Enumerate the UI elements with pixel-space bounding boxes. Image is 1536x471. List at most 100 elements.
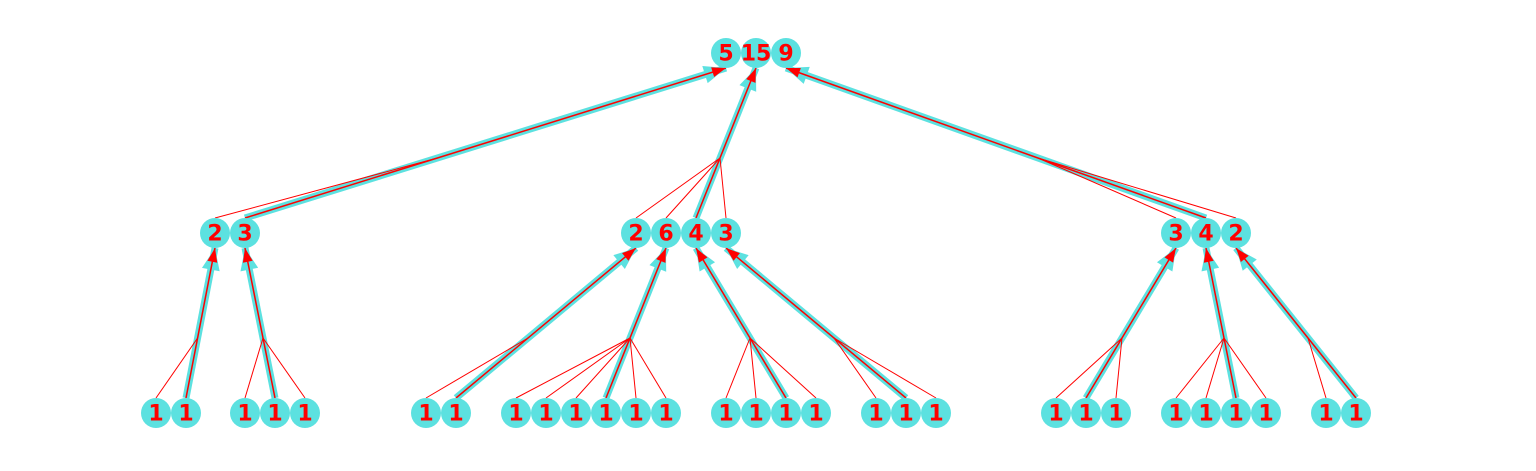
node-value: 1 — [508, 402, 523, 427]
arrowhead-icon — [711, 67, 726, 77]
edge — [1235, 247, 1357, 399]
record-cell: 3 — [711, 218, 741, 248]
merge-edge — [665, 157, 721, 219]
node-circle — [771, 398, 801, 428]
edge-group — [1175, 247, 1267, 399]
record-cell: 1 — [891, 398, 921, 428]
merge-edge — [155, 337, 199, 399]
merge-edge — [1115, 337, 1123, 399]
record-cell: 1 — [861, 398, 891, 428]
node-value: 4 — [688, 222, 703, 247]
node-circle — [1191, 398, 1221, 428]
edge — [244, 247, 276, 399]
node-value: 1 — [658, 402, 673, 427]
record-cell: 1 — [1071, 398, 1101, 428]
node-value: 1 — [267, 402, 282, 427]
record-cell: 15 — [741, 38, 772, 68]
edge — [1205, 247, 1237, 399]
merge-edge — [214, 157, 438, 219]
node-value: 3 — [718, 222, 733, 247]
merge-edge — [515, 337, 631, 399]
node-circle — [141, 398, 171, 428]
node-circle — [591, 398, 621, 428]
edge — [605, 247, 667, 399]
record-cell: 1 — [1101, 398, 1131, 428]
node-circle — [921, 398, 951, 428]
merge-edge — [262, 337, 306, 399]
node-value: 1 — [538, 402, 553, 427]
merge-edge — [1037, 157, 1177, 219]
record-cell: 2 — [621, 218, 651, 248]
merge-edge — [1055, 337, 1123, 399]
node-circle — [411, 398, 441, 428]
edge — [785, 67, 1207, 219]
record-cell: 1 — [771, 398, 801, 428]
node-value: 1 — [1078, 402, 1093, 427]
node-value: 15 — [741, 42, 772, 67]
node-circle — [771, 38, 801, 68]
edge-group — [155, 247, 220, 399]
record-cell: 1 — [260, 398, 290, 428]
record-cell: 1 — [561, 398, 591, 428]
record-cell: 1 — [1341, 398, 1371, 428]
edge — [185, 247, 216, 399]
node-circle — [741, 398, 771, 428]
record-cell: 1 — [441, 398, 471, 428]
node-value: 2 — [207, 222, 222, 247]
arrowhead-icon — [656, 248, 666, 263]
record-cell: 1 — [1161, 398, 1191, 428]
node-value: 1 — [778, 402, 793, 427]
edge-group — [1233, 245, 1359, 401]
record-cell: 1 — [290, 398, 320, 428]
node-circle — [861, 398, 891, 428]
node-circle — [501, 398, 531, 428]
edge-group — [692, 246, 817, 400]
record-cell: 1 — [651, 398, 681, 428]
node-value: 1 — [1198, 402, 1213, 427]
node-value: 1 — [868, 402, 883, 427]
edge-group — [784, 64, 1237, 222]
node-value: 3 — [1168, 222, 1183, 247]
node-circle — [651, 218, 681, 248]
node-value: 9 — [778, 42, 793, 67]
edge-group — [723, 245, 937, 401]
node-circle — [801, 398, 831, 428]
node-value: 2 — [628, 222, 643, 247]
arrowhead-icon — [786, 68, 801, 78]
node-value: 5 — [718, 42, 733, 67]
edge-group — [425, 245, 639, 401]
edge — [695, 247, 787, 399]
node-circle — [1161, 218, 1191, 248]
node-circle — [1251, 398, 1281, 428]
node-value: 1 — [1318, 402, 1333, 427]
record-cell: 3 — [1161, 218, 1191, 248]
record-cell: 4 — [1191, 218, 1221, 248]
record-cell: 1 — [230, 398, 260, 428]
merge-edge — [545, 337, 631, 399]
edge — [1085, 247, 1177, 399]
record-cell: 1 — [1311, 398, 1341, 428]
record-cell: 1 — [411, 398, 441, 428]
merge-edge — [1307, 337, 1327, 399]
record-cell: 5 — [711, 38, 741, 68]
node-circle — [531, 398, 561, 428]
node-circle — [1161, 398, 1191, 428]
node-value: 4 — [1198, 222, 1213, 247]
merge-edge — [629, 337, 637, 399]
merge-edge — [635, 157, 721, 219]
edge-group — [515, 246, 670, 400]
node-circle — [651, 398, 681, 428]
edge-group — [635, 66, 760, 220]
node-value: 1 — [568, 402, 583, 427]
merge-edge — [1175, 337, 1225, 399]
merge-edge — [425, 337, 529, 399]
node-value: 1 — [1108, 402, 1123, 427]
node-circle — [711, 398, 741, 428]
record-cell: 6 — [651, 218, 681, 248]
record-cell: 1 — [501, 398, 531, 428]
record-cell: 1 — [591, 398, 621, 428]
node-circle — [711, 38, 741, 68]
node-value: 1 — [898, 402, 913, 427]
merge-edge — [725, 337, 751, 399]
edge — [244, 67, 727, 219]
